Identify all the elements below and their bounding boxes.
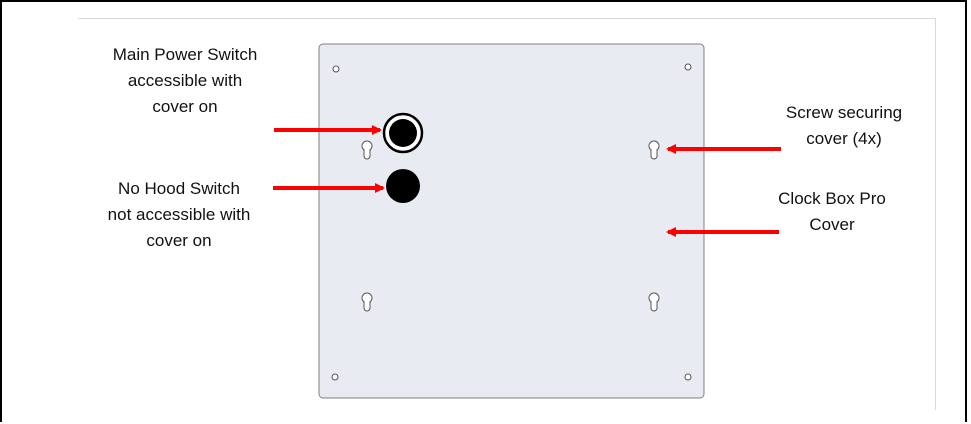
keyhole-slot-bottom-right: [648, 292, 660, 312]
label-no-hood-switch: No Hood Switch not accessible with cover…: [86, 176, 272, 254]
label-clock-box-cover: Clock Box Pro Cover: [748, 186, 916, 238]
label-screw-line-1: Screw securing: [785, 103, 903, 122]
label-no-hood-line-3: cover on: [146, 231, 212, 250]
label-cover-line-2: Cover: [809, 215, 855, 234]
cover-panel: [318, 43, 705, 399]
corner-hole-top-right: [684, 63, 692, 71]
no-hood-switch: [386, 169, 420, 203]
keyhole-slot-top-right: [648, 140, 660, 160]
label-screw-line-2: cover (4x): [806, 129, 882, 148]
corner-hole-top-left: [332, 65, 340, 73]
label-no-hood-line-2: not accessible with: [107, 205, 251, 224]
label-screw-securing: Screw securing cover (4x): [760, 100, 928, 152]
keyhole-slot-bottom-left: [361, 292, 373, 312]
label-no-hood-line-1: No Hood Switch: [118, 179, 240, 198]
label-main-power-line-2: accessible with: [127, 71, 243, 90]
label-main-power-line-1: Main Power Switch: [112, 45, 258, 64]
label-main-power-switch: Main Power Switch accessible with cover …: [100, 42, 270, 120]
label-cover-line-1: Clock Box Pro: [778, 189, 886, 208]
keyhole-slot-top-left: [361, 140, 373, 160]
main-power-switch: [382, 112, 424, 154]
corner-hole-bottom-right: [684, 373, 692, 381]
label-main-power-line-3: cover on: [152, 97, 218, 116]
inner-frame: [78, 18, 936, 410]
corner-hole-bottom-left: [331, 373, 339, 381]
